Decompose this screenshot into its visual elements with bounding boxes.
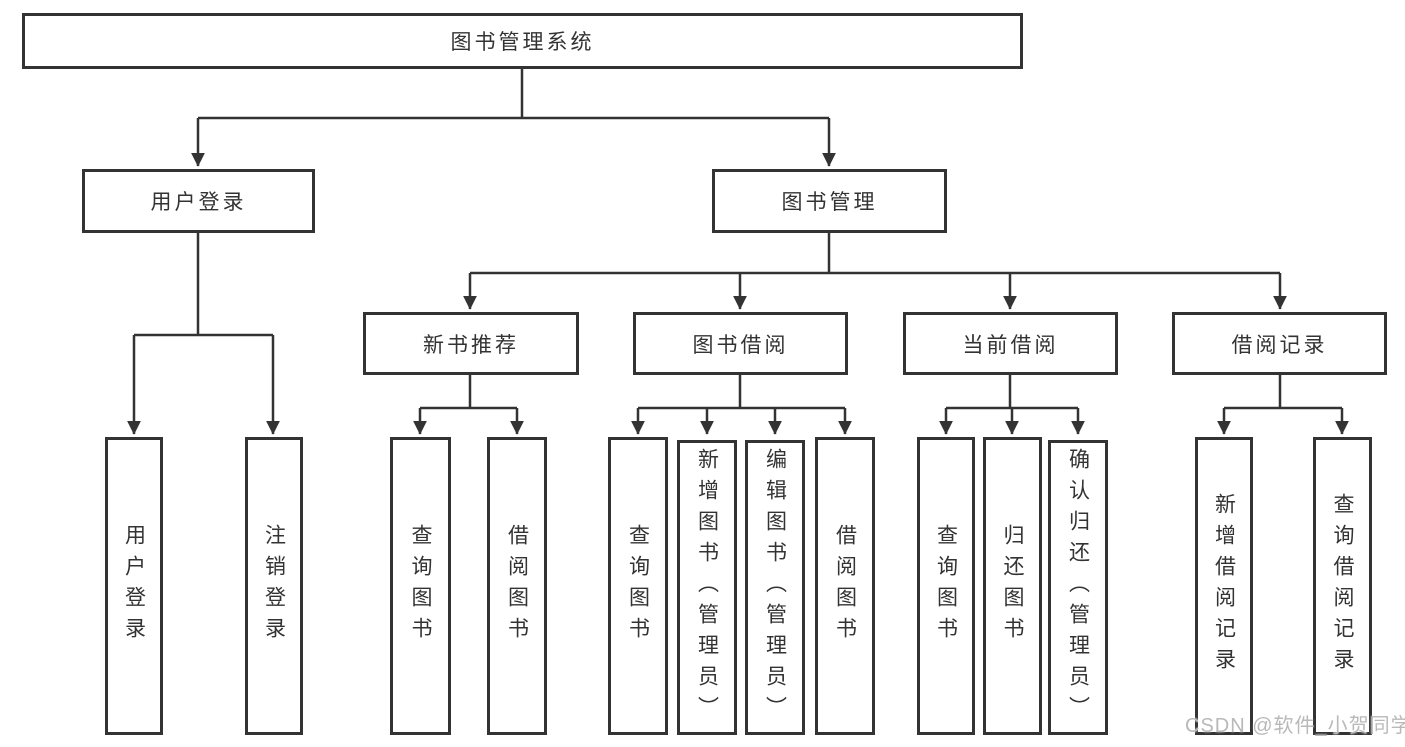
leaf-user-login: 用户登录: [105, 437, 163, 735]
node-borrow-records: 借阅记录: [1172, 312, 1387, 375]
node-new-book-recommend: 新书推荐: [363, 312, 579, 375]
node-book-management: 图书管理: [712, 169, 947, 233]
node-borrow-records-label: 借阅记录: [1231, 333, 1328, 357]
leaf-borrow-books-label: 借阅图书: [833, 524, 857, 648]
leaf-add-books-admin-label: 新增图书（管理员）: [695, 448, 719, 727]
leaf-recommend-query-books: 查询图书: [390, 437, 451, 735]
leaf-user-login-label: 用户登录: [122, 524, 146, 648]
leaf-logout: 注销登录: [245, 437, 303, 735]
leaf-logout-label: 注销登录: [262, 524, 286, 648]
leaf-borrow-query-books-label: 查询图书: [626, 524, 650, 648]
csdn-watermark: CSDN @软件_小贺同学: [1185, 715, 1405, 737]
leaf-borrow-query-books: 查询图书: [608, 437, 668, 735]
leaf-edit-books-admin: 编辑图书（管理员）: [745, 440, 805, 735]
leaf-borrow-books: 借阅图书: [815, 437, 875, 735]
leaf-add-borrow-record: 新增借阅记录: [1195, 437, 1253, 735]
leaf-return-books-label: 归还图书: [1001, 524, 1024, 648]
leaf-recommend-query-books-label: 查询图书: [409, 524, 432, 648]
leaf-current-query-books-label: 查询图书: [934, 524, 958, 648]
node-book-borrow-label: 图书借阅: [692, 333, 789, 357]
leaf-current-query-books: 查询图书: [917, 437, 975, 735]
node-root: 图书管理系统: [22, 13, 1023, 69]
node-root-label: 图书管理系统: [450, 31, 595, 54]
node-current-borrow: 当前借阅: [903, 312, 1118, 375]
leaf-query-borrow-record-label: 查询借阅记录: [1331, 493, 1354, 679]
connector-group: [127, 68, 1349, 435]
node-new-book-recommend-label: 新书推荐: [423, 333, 519, 357]
node-user-login: 用户登录: [82, 169, 315, 233]
leaf-recommend-borrow-books: 借阅图书: [487, 437, 547, 735]
leaf-add-books-admin: 新增图书（管理员）: [677, 440, 737, 735]
leaf-edit-books-admin-label: 编辑图书（管理员）: [763, 448, 787, 727]
leaf-recommend-borrow-books-label: 借阅图书: [505, 524, 529, 648]
leaf-query-borrow-record: 查询借阅记录: [1313, 437, 1372, 735]
node-book-borrow: 图书借阅: [633, 312, 848, 375]
leaf-confirm-return-admin: 确认归还（管理员）: [1048, 440, 1108, 735]
node-user-login-label: 用户登录: [150, 191, 247, 214]
node-current-borrow-label: 当前借阅: [962, 333, 1059, 357]
leaf-add-borrow-record-label: 新增借阅记录: [1212, 493, 1236, 679]
node-book-management-label: 图书管理: [781, 191, 878, 214]
leaf-confirm-return-admin-label: 确认归还（管理员）: [1066, 448, 1090, 727]
leaf-return-books: 归还图书: [983, 437, 1042, 735]
